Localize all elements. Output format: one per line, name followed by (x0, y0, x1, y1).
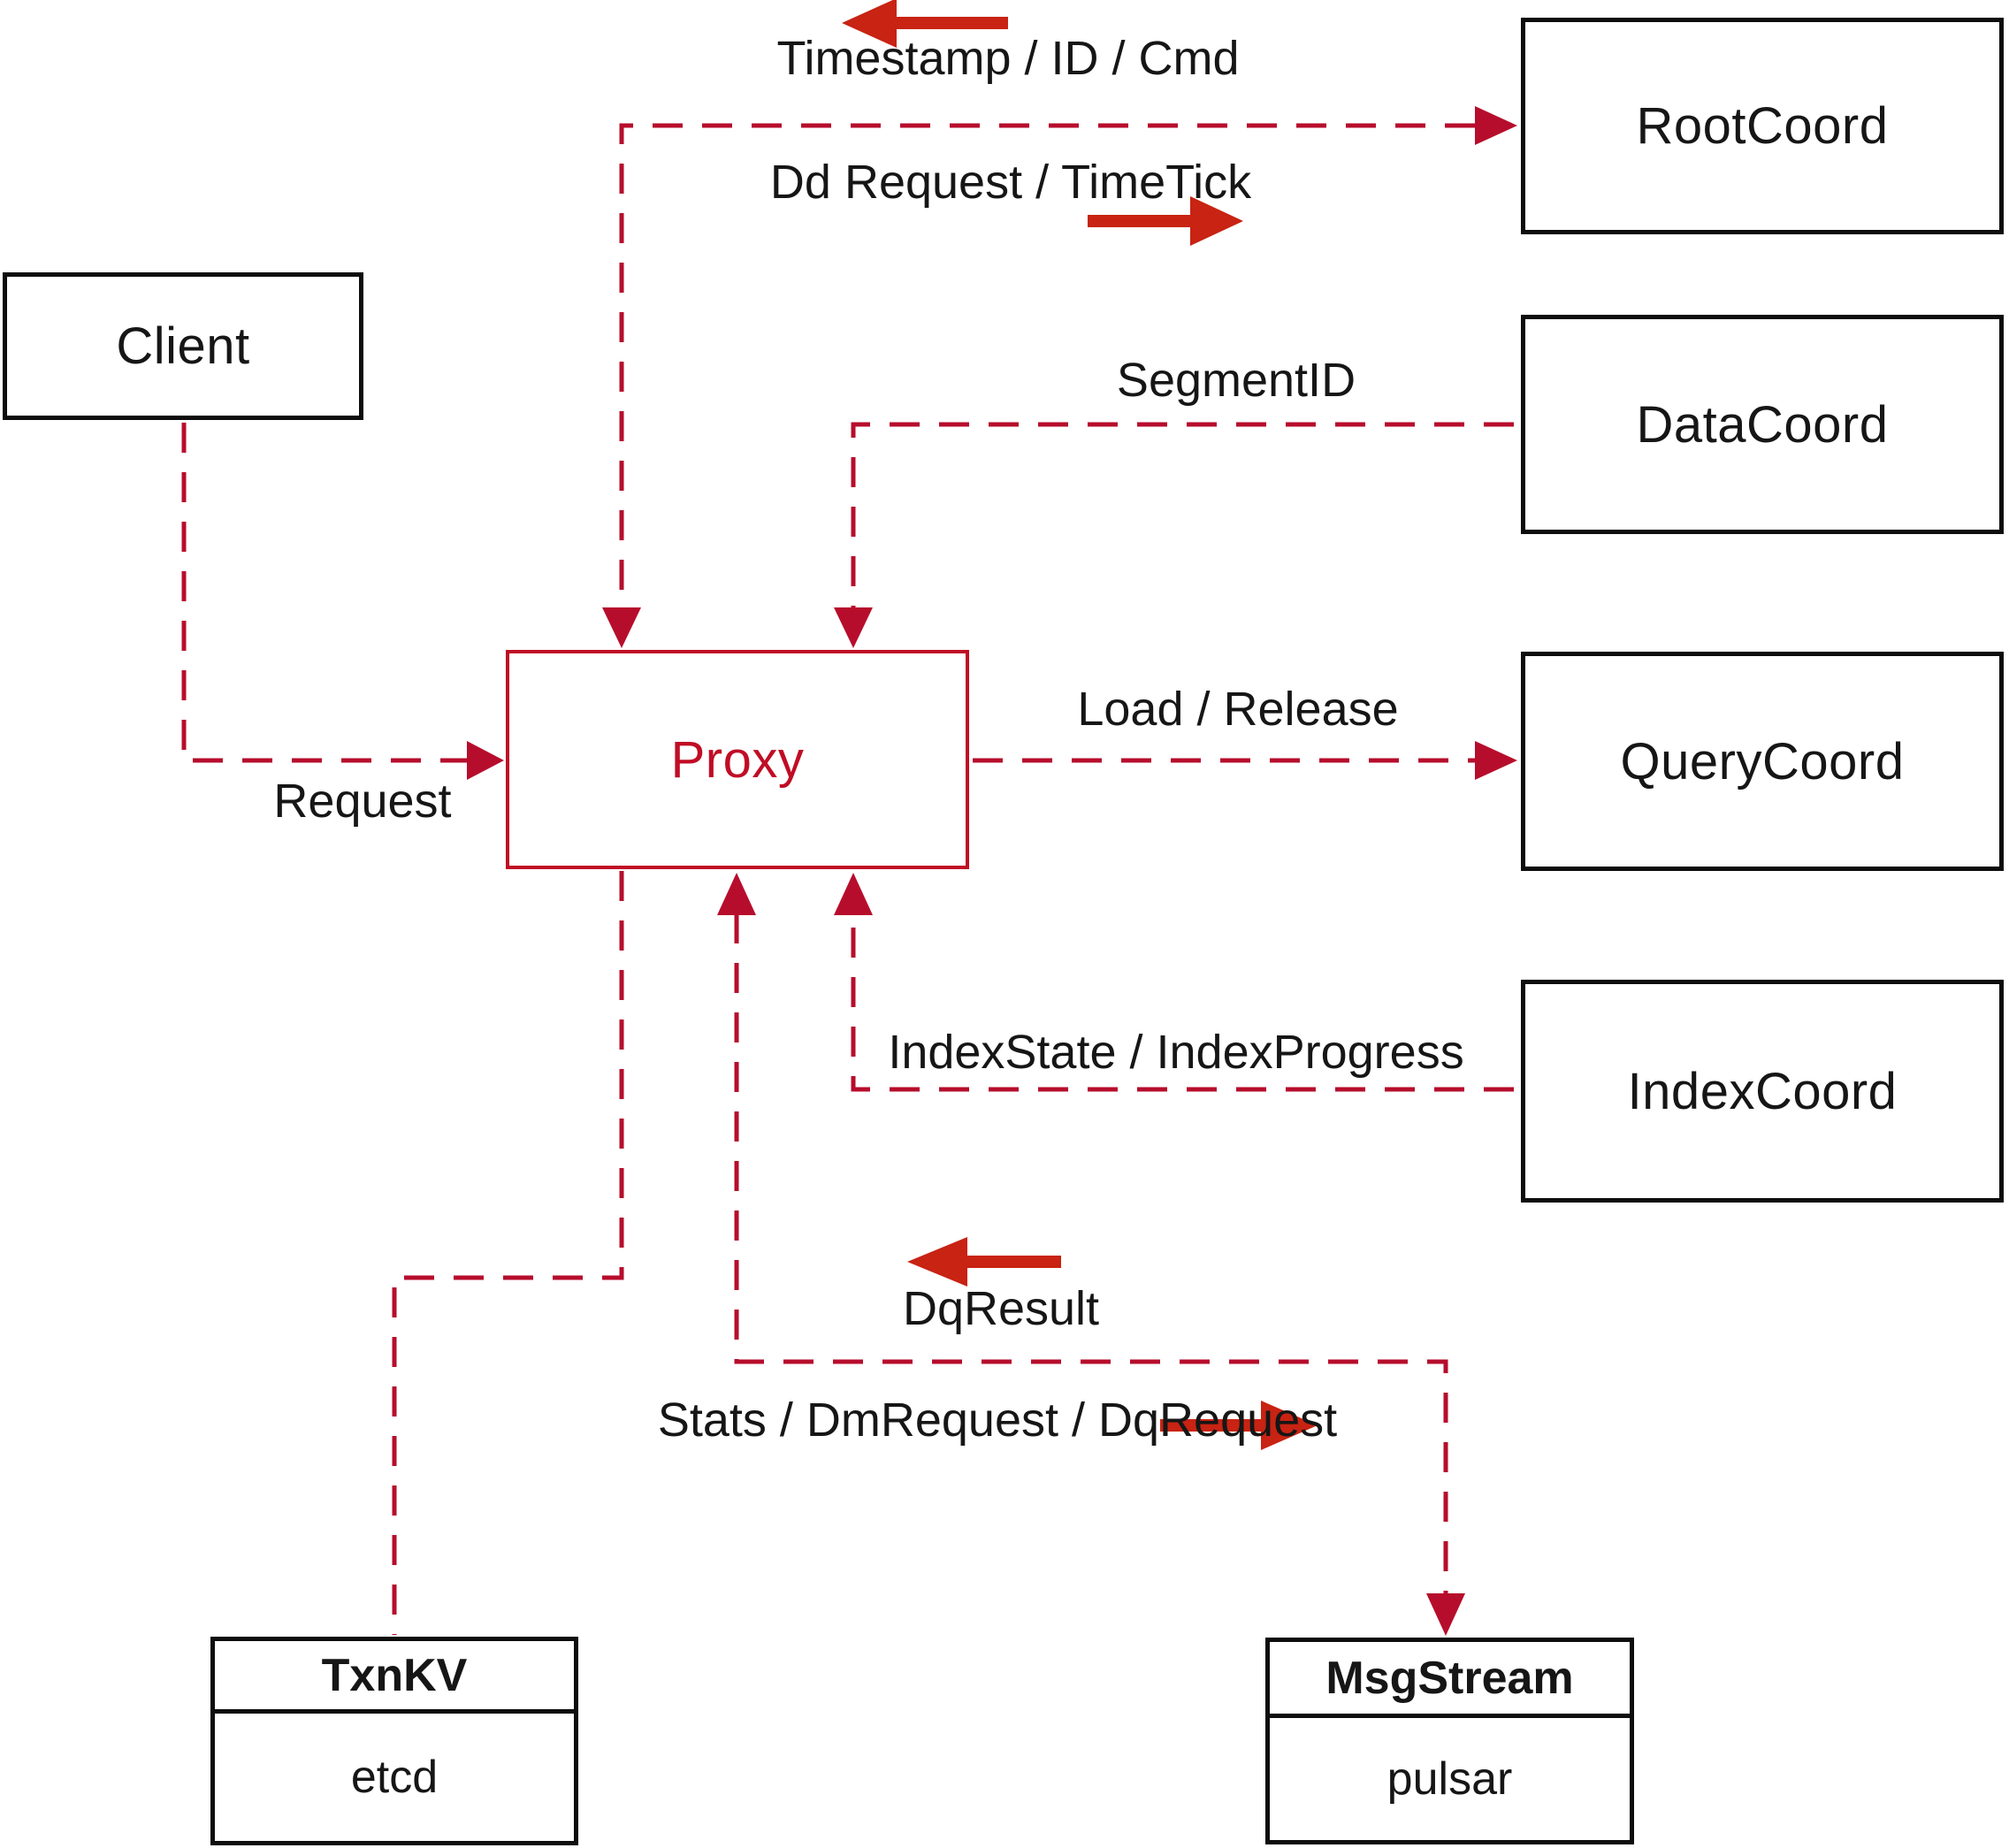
arrowhead-into-rootcoord (1475, 106, 1517, 145)
node-querycoord: QueryCoord (1521, 652, 2004, 871)
edge-proxy-rootcoord (619, 123, 1475, 609)
node-querycoord-label: QueryCoord (1620, 732, 1905, 790)
node-msgstream-subtitle: pulsar (1386, 1753, 1513, 1805)
edge-label-segmentid: SegmentID (1116, 354, 1356, 407)
edge-label-stats-dmrequest-dqrequest: Stats / DmRequest / DqRequest (657, 1394, 1338, 1447)
dd-request-direction-arrow-icon (1088, 196, 1243, 246)
arrowhead-into-proxy-top-left (602, 607, 641, 648)
node-rootcoord-label: RootCoord (1636, 97, 1889, 155)
arrowhead-into-msgstream (1426, 1593, 1465, 1636)
edge-label-dd-request-timetick: Dd Request / TimeTick (769, 156, 1252, 209)
node-proxy: Proxy (506, 650, 969, 869)
node-datacoord: DataCoord (1521, 315, 2004, 534)
arrowhead-into-querycoord (1475, 741, 1517, 780)
node-proxy-label: Proxy (670, 730, 805, 789)
edge-proxy-txnkv (392, 871, 624, 1635)
arrowhead-into-proxy-top-right (834, 607, 873, 648)
node-client-label: Client (116, 317, 250, 375)
edge-label-load-release: Load / Release (1077, 683, 1399, 736)
stats-request-direction-arrow-icon (1160, 1401, 1318, 1450)
edge-proxy-msgstream (734, 913, 1448, 1593)
edge-indexcoord-proxy (851, 913, 1514, 1092)
node-client: Client (3, 272, 363, 420)
node-rootcoord: RootCoord (1521, 18, 2004, 234)
dqresult-response-arrow-icon (907, 1237, 1061, 1287)
node-txnkv: TxnKV etcd (210, 1637, 578, 1845)
node-txnkv-title: TxnKV (215, 1641, 574, 1714)
edge-client-proxy (181, 423, 467, 763)
edge-label-timestamp-id-cmd: Timestamp / ID / Cmd (776, 32, 1240, 85)
node-indexcoord-label: IndexCoord (1627, 1062, 1898, 1120)
edge-datacoord-proxy (851, 422, 1514, 609)
edge-label-dqresult: DqResult (902, 1282, 1100, 1335)
node-datacoord-label: DataCoord (1636, 395, 1889, 454)
node-msgstream-title: MsgStream (1270, 1642, 1630, 1718)
node-indexcoord: IndexCoord (1521, 980, 2004, 1203)
edge-label-indexstate-indexprogress: IndexState / IndexProgress (888, 1026, 1464, 1079)
arrowhead-into-proxy-bottom-right (834, 873, 873, 915)
arrowhead-into-proxy-bottom-mid (717, 873, 756, 915)
node-msgstream: MsgStream pulsar (1265, 1638, 1634, 1844)
node-txnkv-subtitle: etcd (350, 1752, 439, 1803)
timestamp-response-arrow-icon (842, 0, 1008, 48)
edge-label-request: Request (273, 775, 452, 828)
arrowhead-into-proxy-left (467, 741, 504, 780)
